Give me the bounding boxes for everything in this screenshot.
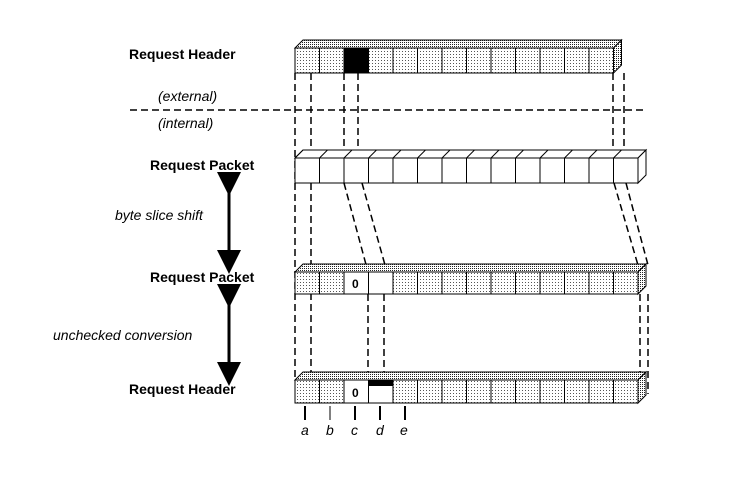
conversion-label: unchecked conversion xyxy=(53,327,193,343)
byte-cell xyxy=(466,47,492,74)
byte-cell xyxy=(466,271,492,295)
shift-label: byte slice shift xyxy=(115,207,204,223)
row-request-header-top xyxy=(293,38,623,75)
byte-cell xyxy=(319,271,345,295)
byte-cell xyxy=(490,271,516,295)
external-label: (external) xyxy=(158,88,217,104)
byte-cell xyxy=(588,379,614,404)
byte-cell xyxy=(539,271,565,295)
byte-cell xyxy=(417,157,443,184)
byte-cell xyxy=(539,157,565,184)
byte-cell xyxy=(417,271,443,295)
byte-cell xyxy=(441,157,467,184)
row-request-packet-2 xyxy=(293,262,648,296)
byte-cell xyxy=(441,271,467,295)
byte-cell xyxy=(466,379,492,404)
byte-cell xyxy=(490,157,516,184)
connector-lines xyxy=(294,73,649,403)
row-label-request-packet-2: Request Packet xyxy=(150,269,255,285)
byte-cell xyxy=(613,271,639,295)
byte-cell xyxy=(294,47,320,74)
byte-cell xyxy=(539,379,565,404)
byte-cell xyxy=(343,157,369,184)
byte-cell xyxy=(515,157,541,184)
internal-label: (internal) xyxy=(158,115,213,131)
byte-cell xyxy=(392,47,418,74)
byte-cell xyxy=(294,157,320,184)
byte-cell xyxy=(515,271,541,295)
byte-cell xyxy=(392,157,418,184)
byte-cell xyxy=(564,379,590,404)
row-label-request-header-bottom: Request Header xyxy=(129,381,236,397)
byte-cell xyxy=(564,157,590,184)
row-label-request-header-top: Request Header xyxy=(129,46,236,62)
byte-cell xyxy=(515,379,541,404)
row-label-request-packet-1: Request Packet xyxy=(150,157,255,173)
byte-cell xyxy=(490,379,516,404)
byte-cell xyxy=(319,47,345,74)
byte-cell xyxy=(392,379,418,404)
zero-byte-header: 0 xyxy=(352,386,359,400)
byte-cell xyxy=(515,47,541,74)
byte-cell xyxy=(417,379,443,404)
byte-cell xyxy=(368,157,394,184)
marker-b: b xyxy=(326,422,334,438)
byte-cell xyxy=(294,379,320,404)
marker-e: e xyxy=(400,422,408,438)
byte-cell xyxy=(613,379,639,404)
byte-cell xyxy=(368,271,394,295)
byte-cell xyxy=(588,271,614,295)
byte-cell xyxy=(294,271,320,295)
byte-cell xyxy=(588,157,614,184)
zero-byte-packet: 0 xyxy=(352,277,359,291)
byte-cell xyxy=(319,157,345,184)
byte-cell xyxy=(539,47,565,74)
row-request-header-bottom xyxy=(293,370,648,405)
byte-cell xyxy=(441,379,467,404)
byte-cell xyxy=(564,47,590,74)
byte-cell xyxy=(466,157,492,184)
byte-cell xyxy=(564,271,590,295)
byte-cell xyxy=(343,47,369,74)
marker-a: a xyxy=(301,422,309,438)
byte-cell xyxy=(319,379,345,404)
byte-cell xyxy=(417,47,443,74)
byte-cell xyxy=(441,47,467,74)
byte-cell xyxy=(392,271,418,295)
offset-markers: a b c d e xyxy=(301,406,408,438)
row-request-packet-1 xyxy=(293,148,648,185)
byte-cell xyxy=(490,47,516,74)
marker-d: d xyxy=(376,422,385,438)
marker-c: c xyxy=(351,422,358,438)
byte-cell xyxy=(588,47,614,74)
byte-cell xyxy=(368,47,394,74)
byte-cell xyxy=(613,157,639,184)
